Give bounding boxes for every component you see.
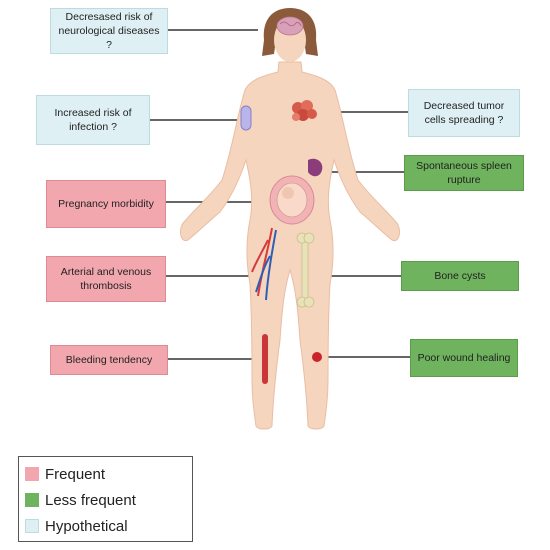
box-bone-cysts: Bone cysts bbox=[401, 261, 519, 291]
legend-item-hypothetical: Hypothetical bbox=[25, 516, 128, 536]
body-silhouette bbox=[180, 61, 400, 430]
legend-swatch-frequent bbox=[25, 467, 39, 481]
legend-swatch-less-frequent bbox=[25, 493, 39, 507]
legend-item-frequent: Frequent bbox=[25, 464, 105, 484]
box-thrombosis: Arterial and venous thrombosis bbox=[46, 256, 166, 302]
blood-vessels bbox=[251, 227, 277, 301]
bleeding-vessel bbox=[262, 334, 268, 384]
box-infection-risk: Increased risk of infection ? bbox=[36, 95, 150, 145]
infection-vial bbox=[240, 105, 252, 131]
wound-mark bbox=[312, 352, 322, 362]
box-tumor-spreading: Decreased tumor cells spreading ? bbox=[408, 89, 520, 137]
tumor-cells bbox=[292, 100, 317, 121]
legend-label-frequent: Frequent bbox=[45, 465, 106, 483]
human-figure bbox=[180, 8, 400, 430]
box-spleen-rupture: Spontaneous spleen rupture bbox=[404, 155, 524, 191]
legend-item-less-frequent: Less frequent bbox=[25, 490, 136, 510]
box-pregnancy-morbidity: Pregnancy morbidity bbox=[46, 180, 166, 228]
brain-organ bbox=[276, 16, 304, 36]
legend-swatch-hypothetical bbox=[25, 519, 39, 533]
box-neurological-diseases: Decresased risk of neurological diseases… bbox=[50, 8, 168, 54]
spleen-organ bbox=[308, 158, 323, 177]
legend: Frequent Less frequent Hypothetical bbox=[18, 456, 193, 542]
box-wound-healing: Poor wound healing bbox=[410, 339, 518, 377]
box-bleeding-tendency: Bleeding tendency bbox=[50, 345, 168, 375]
bone-femur bbox=[296, 232, 315, 308]
legend-label-less-frequent: Less frequent bbox=[45, 491, 136, 509]
legend-label-hypothetical: Hypothetical bbox=[45, 517, 128, 535]
